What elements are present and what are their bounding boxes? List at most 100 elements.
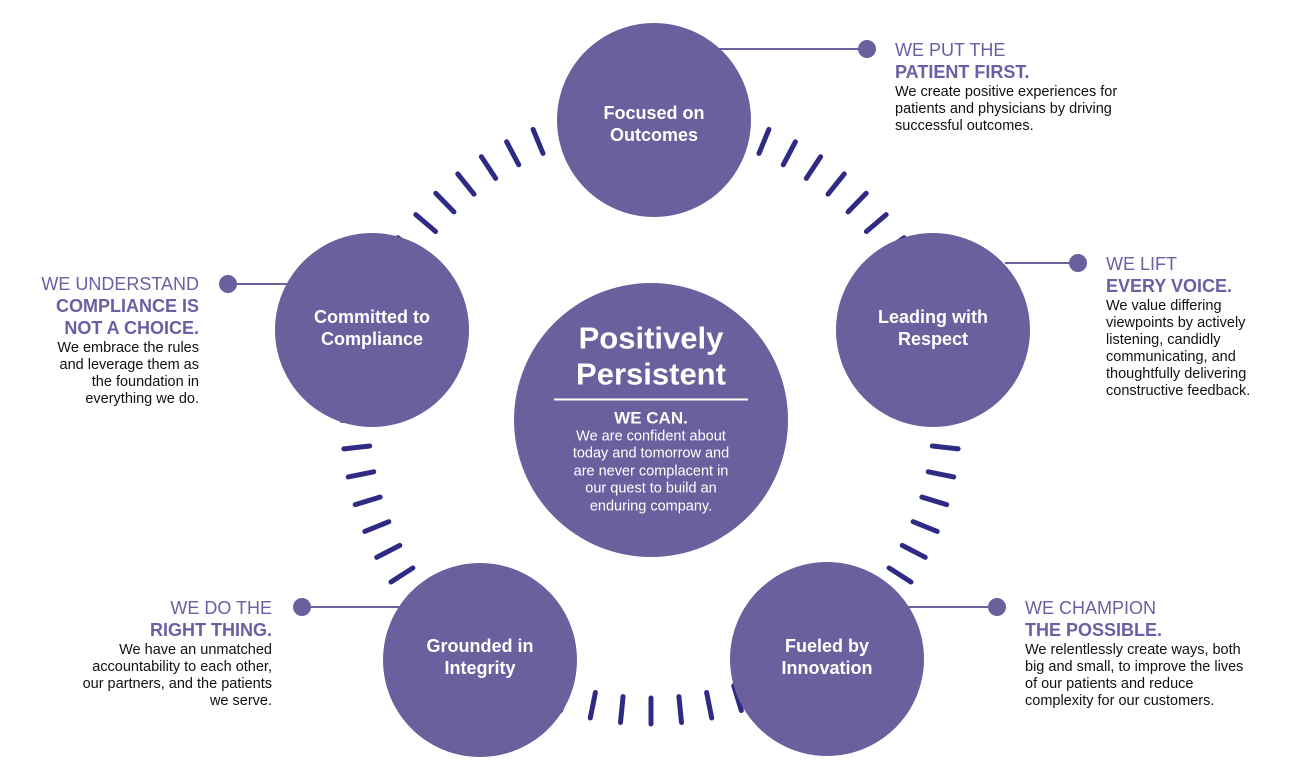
dash-mark bbox=[504, 139, 522, 168]
callout-heading: WE PUT THE bbox=[895, 40, 1006, 60]
connector-dot-compliance bbox=[219, 275, 237, 293]
dash-mark bbox=[756, 126, 772, 156]
dash-mark bbox=[676, 694, 685, 725]
connector-dot-respect bbox=[1069, 254, 1087, 272]
node-label-line1: Leading with bbox=[878, 307, 988, 327]
callout-body-line: We relentlessly create ways, both bbox=[1025, 642, 1241, 658]
node-label-line2: Outcomes bbox=[609, 125, 699, 145]
callout-body-line: successful outcomes. bbox=[895, 118, 1034, 134]
node-label-integrity: Grounded in Integrity bbox=[427, 635, 534, 679]
node-label-respect: Leading with Respect bbox=[878, 306, 988, 350]
callout-compliance: WE UNDERSTAND COMPLIANCE IS NOT A CHOICE… bbox=[41, 273, 199, 408]
dash-mark bbox=[455, 171, 477, 197]
callout-heading-bold: EVERY VOICE. bbox=[1106, 276, 1233, 296]
callout-body-line: constructive feedback. bbox=[1106, 383, 1251, 399]
callout-respect: WE LIFT EVERY VOICE. We value differing … bbox=[1106, 253, 1250, 400]
dash-mark bbox=[413, 212, 439, 234]
node-circle-integrity bbox=[383, 563, 577, 757]
callout-body-line: We value differing bbox=[1106, 298, 1222, 314]
node-label-compliance: Committed to Compliance bbox=[314, 306, 430, 350]
callout-innovation: WE CHAMPION THE POSSIBLE. We relentlessl… bbox=[1025, 597, 1243, 710]
connector-dot-integrity bbox=[293, 598, 311, 616]
node-circle-compliance bbox=[275, 233, 469, 427]
connector-dot-outcomes bbox=[858, 40, 876, 58]
node-label-outcomes: Focused on Outcomes bbox=[603, 102, 704, 146]
callout-body-line: viewpoints by actively bbox=[1106, 315, 1246, 331]
callout-body-line: We embrace the rules bbox=[57, 340, 199, 356]
callout-body-line: our partners, and the patients bbox=[82, 676, 272, 692]
node-circle-outcomes bbox=[557, 23, 751, 217]
dash-mark bbox=[863, 212, 889, 234]
dash-mark bbox=[617, 694, 626, 725]
callout-body-line: big and small, to improve the lives bbox=[1025, 659, 1244, 675]
node-circle-respect bbox=[836, 233, 1030, 427]
center-divider bbox=[554, 398, 748, 400]
callout-heading-bold: THE POSSIBLE. bbox=[1025, 620, 1163, 640]
center-body-line: We are confident about bbox=[576, 428, 726, 444]
dash-mark bbox=[731, 683, 744, 713]
center-body: We are confident about today and tomorro… bbox=[531, 428, 771, 516]
dash-mark bbox=[925, 469, 957, 480]
callout-body-line: We create positive experiences for bbox=[895, 84, 1118, 100]
node-label-line2: Integrity bbox=[444, 658, 516, 678]
center-body-line: today and tomorrow and bbox=[572, 445, 730, 462]
callout-body-line: and leverage them as bbox=[59, 357, 199, 373]
callout-heading-bold: COMPLIANCE IS bbox=[55, 296, 199, 316]
callout-body-line: we serve. bbox=[209, 693, 272, 709]
callout-body-line: thoughtfully delivering bbox=[1106, 366, 1247, 382]
callout-body-line: listening, candidly bbox=[1106, 332, 1221, 348]
dash-mark bbox=[780, 139, 798, 168]
callout-heading: WE UNDERSTAND bbox=[41, 274, 199, 294]
dash-mark bbox=[845, 190, 869, 215]
node-label-innovation: Fueled by Innovation bbox=[782, 635, 873, 679]
dash-mark bbox=[899, 542, 928, 560]
center-title-line1: Positively bbox=[578, 320, 724, 356]
callout-body-line: We have an unmatched bbox=[119, 642, 272, 658]
callout-body: We value differing viewpoints by activel… bbox=[1106, 298, 1250, 400]
dash-mark bbox=[704, 689, 715, 721]
callout-body-line: complexity for our customers. bbox=[1025, 693, 1215, 709]
center-body-line: our quest to build an bbox=[585, 480, 717, 497]
dash-mark bbox=[374, 542, 403, 560]
callout-body: We embrace the rules and leverage them a… bbox=[41, 340, 199, 408]
node-label-line1: Fueled by bbox=[784, 636, 869, 656]
callout-heading-bold: RIGHT THING. bbox=[150, 620, 272, 640]
node-circle-innovation bbox=[730, 562, 924, 756]
dash-mark bbox=[919, 494, 950, 508]
dash-mark bbox=[803, 154, 824, 181]
dash-mark bbox=[433, 190, 457, 215]
dash-mark bbox=[530, 126, 546, 156]
dash-mark bbox=[825, 171, 847, 197]
callout-heading: WE LIFT bbox=[1106, 254, 1177, 274]
callout-body-line: of our patients and reduce bbox=[1025, 676, 1194, 692]
callout-heading-bold: PATIENT FIRST. bbox=[895, 62, 1030, 82]
callout-body: We relentlessly create ways, both big an… bbox=[1025, 642, 1243, 710]
callout-heading: WE DO THE bbox=[170, 598, 272, 618]
node-label-line2: Respect bbox=[897, 329, 969, 349]
node-label-line1: Committed to bbox=[314, 307, 430, 327]
callout-body: We have an unmatched accountability to e… bbox=[83, 642, 272, 710]
callout-body-line: the foundation in bbox=[91, 374, 199, 390]
dash-mark bbox=[910, 519, 940, 534]
callout-body-line: patients and physicians by driving bbox=[895, 101, 1112, 117]
dash-mark bbox=[341, 443, 373, 452]
center-body-line: enduring company. bbox=[589, 498, 713, 514]
dash-mark bbox=[388, 565, 416, 585]
callout-body-line: everything we do. bbox=[85, 391, 199, 407]
callout-outcomes: WE PUT THE PATIENT FIRST. We create posi… bbox=[895, 39, 1117, 135]
node-label-line1: Grounded in bbox=[426, 636, 534, 656]
center-subtitle: WE CAN. bbox=[614, 408, 688, 427]
node-label-line2: Compliance bbox=[320, 329, 424, 349]
node-label-line2: Innovation bbox=[781, 658, 873, 678]
center-circle bbox=[514, 283, 788, 557]
dash-mark bbox=[478, 154, 499, 181]
node-label-line1: Focused on bbox=[603, 103, 705, 123]
dash-mark bbox=[362, 519, 392, 534]
dash-mark bbox=[345, 469, 377, 480]
center-block: Positively Persistent WE CAN. We are con… bbox=[531, 321, 771, 516]
callout-heading: WE CHAMPION bbox=[1025, 598, 1157, 618]
center-title-line2: Persistent bbox=[576, 356, 726, 392]
center-body-line: are never complacent in bbox=[573, 463, 729, 479]
connector-dot-innovation bbox=[988, 598, 1006, 616]
